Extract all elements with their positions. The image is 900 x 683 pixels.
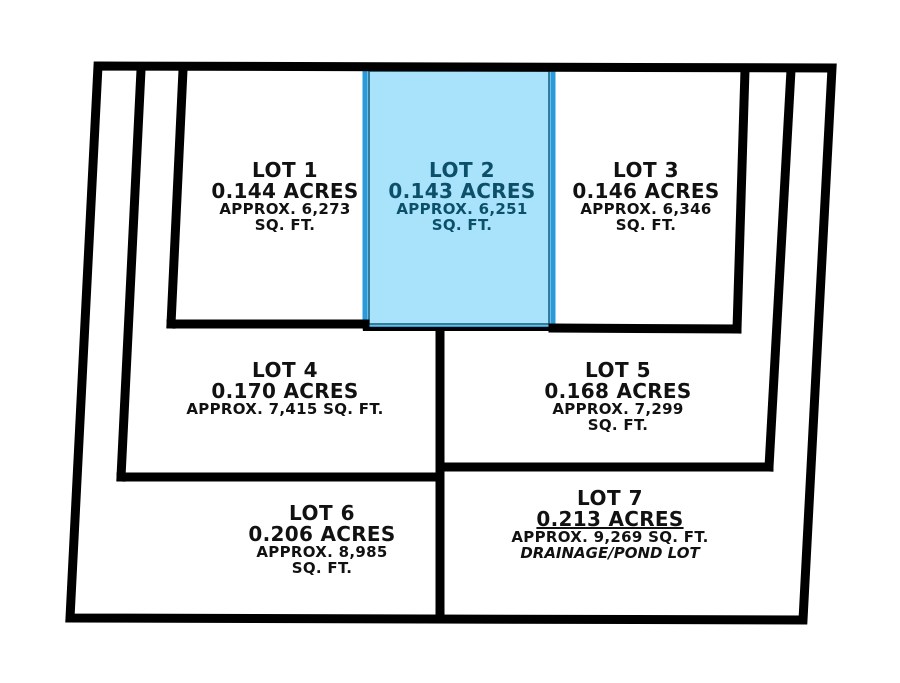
lot-acres: 0.146 ACRES bbox=[572, 179, 720, 203]
lot-sqft: APPROX. 9,269 SQ. FT. bbox=[511, 528, 709, 546]
lot-2-label[interactable]: LOT 2 0.143 ACRES APPROX. 6,251 SQ. FT. bbox=[362, 160, 562, 234]
lot-sqft-unit: SQ. FT. bbox=[291, 558, 353, 577]
lot-acres: 0.206 ACRES bbox=[248, 522, 396, 546]
lot-3-label[interactable]: LOT 3 0.146 ACRES APPROX. 6,346 SQ. FT. bbox=[546, 160, 746, 234]
lot-7-label[interactable]: LOT 7 0.213 ACRES APPROX. 9,269 SQ. FT. … bbox=[490, 488, 730, 562]
lot-name: LOT 3 bbox=[612, 158, 680, 182]
lot-sqft: APPROX. 6,273 bbox=[219, 200, 351, 218]
lot-name: LOT 6 bbox=[288, 501, 356, 525]
outer-boundary bbox=[65, 61, 837, 625]
lot-name: LOT 4 bbox=[251, 358, 319, 382]
lot-name: LOT 1 bbox=[251, 158, 319, 182]
lot-sqft-unit: SQ. FT. bbox=[615, 215, 677, 234]
lot-5-label[interactable]: LOT 5 0.168 ACRES APPROX. 7,299 SQ. FT. bbox=[518, 360, 718, 434]
lot-sqft: APPROX. 7,415 SQ. FT. bbox=[186, 400, 384, 418]
lot-sqft: APPROX. 6,251 bbox=[396, 200, 528, 218]
lot-sqft: APPROX. 6,346 bbox=[580, 200, 712, 218]
lot-name: LOT 5 bbox=[584, 358, 652, 382]
lot-sqft-unit: SQ. FT. bbox=[431, 215, 493, 234]
lot-name: LOT 7 bbox=[576, 486, 644, 510]
lot-sqft: APPROX. 7,299 bbox=[552, 400, 684, 418]
lot-sqft-unit: SQ. FT. bbox=[587, 415, 649, 434]
lot-note: DRAINAGE/POND LOT bbox=[520, 543, 700, 562]
lot-acres: 0.143 ACRES bbox=[388, 179, 536, 203]
lot-acres: 0.144 ACRES bbox=[211, 179, 359, 203]
lot-acres: 0.168 ACRES bbox=[544, 379, 692, 403]
lot-sqft-unit: SQ. FT. bbox=[254, 215, 316, 234]
lot-acres: 0.170 ACRES bbox=[211, 379, 359, 403]
lot-6-label[interactable]: LOT 6 0.206 ACRES APPROX. 8,985 SQ. FT. bbox=[222, 503, 422, 577]
lot-name: LOT 2 bbox=[428, 158, 496, 182]
lot-2-shape[interactable] bbox=[362, 64, 556, 331]
lot-4-label[interactable]: LOT 4 0.170 ACRES APPROX. 7,415 SQ. FT. bbox=[160, 360, 410, 418]
lot-acres: 0.213 ACRES bbox=[536, 507, 684, 531]
lot-sqft: APPROX. 8,985 bbox=[256, 543, 388, 561]
lot-1-label[interactable]: LOT 1 0.144 ACRES APPROX. 6,273 SQ. FT. bbox=[185, 160, 385, 234]
